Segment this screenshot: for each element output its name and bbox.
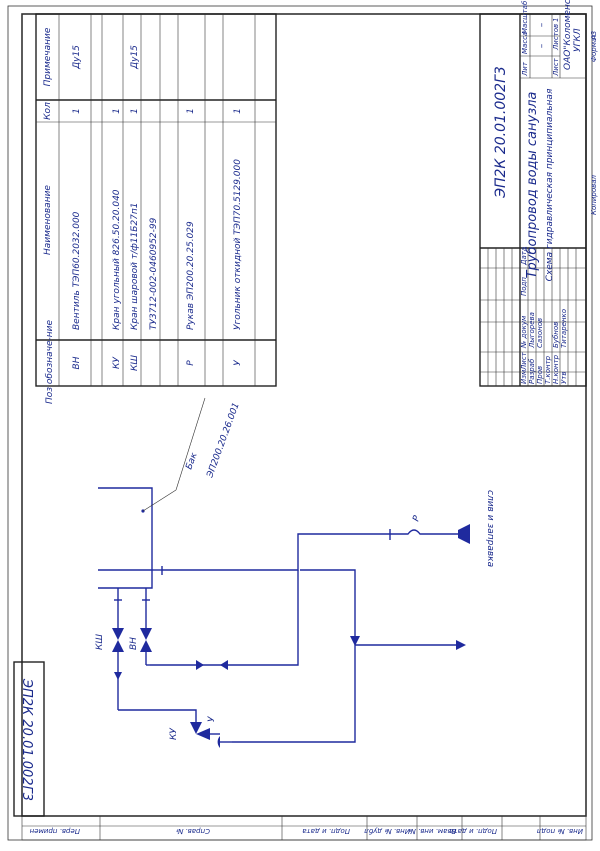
role-name: Сазонов [536,318,544,348]
col-label: Изм [520,369,528,384]
role-name: Бубнов [552,322,560,348]
role-label: Т.контр [544,355,552,384]
col-label: Подп [520,277,528,296]
stamp-cell: Инв. № дубл [364,827,410,835]
ball-valve-icon [112,628,124,640]
role-label: Утв [560,372,568,384]
role-label: Н.контр [552,354,560,384]
valve-vn-label: ВН [129,637,139,650]
format-value: А3 [590,31,598,41]
spec-header-qty: Кол [43,102,53,120]
pipe-return [150,570,299,666]
spec-row-name: Кран угольный 826.50.20.040 [112,189,122,330]
role-label: Пров [536,366,544,384]
stamp-cell: Справ. № [176,827,210,835]
spec-row-pos: КШ [130,355,140,371]
spec-row-note: Ду15 [130,45,140,70]
col-label: Лист [520,351,528,371]
spec-row-name: Угольник откидной ТЭП70.5129.000 [233,159,243,330]
spec-row-qty: 1 [130,108,140,114]
spec-row: КШ Кран шаровой т/ф11Б27п1 1 Ду15 [130,45,140,371]
role-name: Титаренко [560,309,568,348]
valve-ku-label: КУ [169,728,179,740]
stamp-cell: Взам. инв. № [408,827,456,835]
hydraulic-diagram: Бак ЭП200.20.26.001 Р слив и заправка К [95,397,495,748]
mass-label: Масса [521,32,529,54]
spec-row-name: Вентиль ТЭП60.2032.000 [72,211,82,330]
format-label: Формат [590,33,598,62]
hose-label: Р [411,514,422,523]
stamp-cell: Инв. № подл [536,827,583,835]
stamp-cell: Перв. примен [29,827,80,835]
title-block: ЭП2К 20.01.002Г3 Трубопровод воды санузл… [479,0,587,387]
role-name: Лыгорева [528,312,536,349]
doc-code-box: ЭП2К 20.01.002Г3 [13,661,45,817]
spec-header-name: Наименование [43,185,53,255]
elbow-icon [217,736,220,748]
col-label: № докум [520,315,528,349]
spec-row-note: Ду15 [72,45,82,70]
valve-ksh-label: КШ [95,634,105,650]
spec-row-name: Кран шаровой т/ф11Б27п1 [130,202,140,330]
org-line-1: ОАО"Коломенский завод" [563,0,573,70]
pipe-to-angle-valve [118,709,197,722]
spec-row-pos: КУ [112,357,122,369]
tank-code: ЭП200.20.26.001 [205,401,242,480]
title-line-2: Схема гидравлическая принципиальная [545,88,555,281]
doc-code-stamp: ЭП2К 20.01.002Г3 [19,678,34,801]
title-doc-code: ЭП2К 20.01.002Г3 [493,66,509,199]
spec-row-name: ТУ3712-002-0460952-99 [149,217,159,330]
spec-row-pos: У [233,360,243,366]
side-stamp: Перв. примен Справ. № Подп. и дата Инв. … [21,815,587,841]
title-line-1: Трубопровод воды санузла [525,92,540,279]
org-line-2: УГКЛ [573,28,583,52]
copied-label: Копировал [590,174,598,215]
sheet-label: Лист [552,57,560,77]
role-label: Разраб [528,358,536,384]
spec-row: Р Рукав ЭП200.20.25.029 1 [186,108,196,366]
drain-label: слив и заправка [485,490,495,567]
col-label: Дата [520,247,528,266]
spec-row: ВН Вентиль ТЭП60.2032.000 1 Ду15 [72,45,82,370]
spec-row-qty: 1 [233,108,243,114]
gate-valve-icon [140,628,152,640]
mass-value: – [537,43,547,48]
spec-row-pos: ВН [72,356,82,369]
spec-row-qty: 1 [72,108,82,114]
specification-table: Поз обозначе-ние Наименование Кол Примеч… [35,13,277,405]
flow-arrow-icon [350,636,360,646]
tank-leader [142,489,177,512]
pipe-fill-line [162,533,390,571]
drain-funnel-icon [458,524,470,544]
sheets-label: Листов [552,24,560,51]
spec-row-name: Рукав ЭП200.20.25.029 [186,221,196,330]
hose-symbol [390,529,440,535]
angle-valve-icon [190,722,202,734]
stamp-cell: Подп. и дата [302,827,350,835]
stamp-cell: Подп. и дата [449,827,497,835]
scale-label: Масштаб [521,0,529,34]
flow-arrow-icon [220,660,228,670]
outlet-arrow-icon [456,640,466,650]
flow-arrow-icon [196,660,204,670]
spec-row-pos: Р [186,360,196,366]
lit-label: Лит [521,61,529,77]
flow-arrow-icon [114,672,122,680]
spec-header-pos: Поз обозначе-ние [45,320,55,405]
tank-label: Бак [184,451,199,471]
elbow-u-label: У [207,716,217,722]
spec-row: ТУ3712-002-0460952-99 [149,217,159,330]
spec-row-qty: 1 [186,108,196,114]
sheets-value: 1 [552,18,560,22]
spec-header-note: Примечание [43,27,53,86]
spec-row: КУ Кран угольный 826.50.20.040 1 [112,108,122,369]
spec-row-qty: 1 [112,108,122,114]
pipe-branch [232,569,356,743]
spec-row: У Угольник откидной ТЭП70.5129.000 1 [233,108,243,366]
scale-value: – [537,22,547,27]
tank-outline [98,487,153,589]
